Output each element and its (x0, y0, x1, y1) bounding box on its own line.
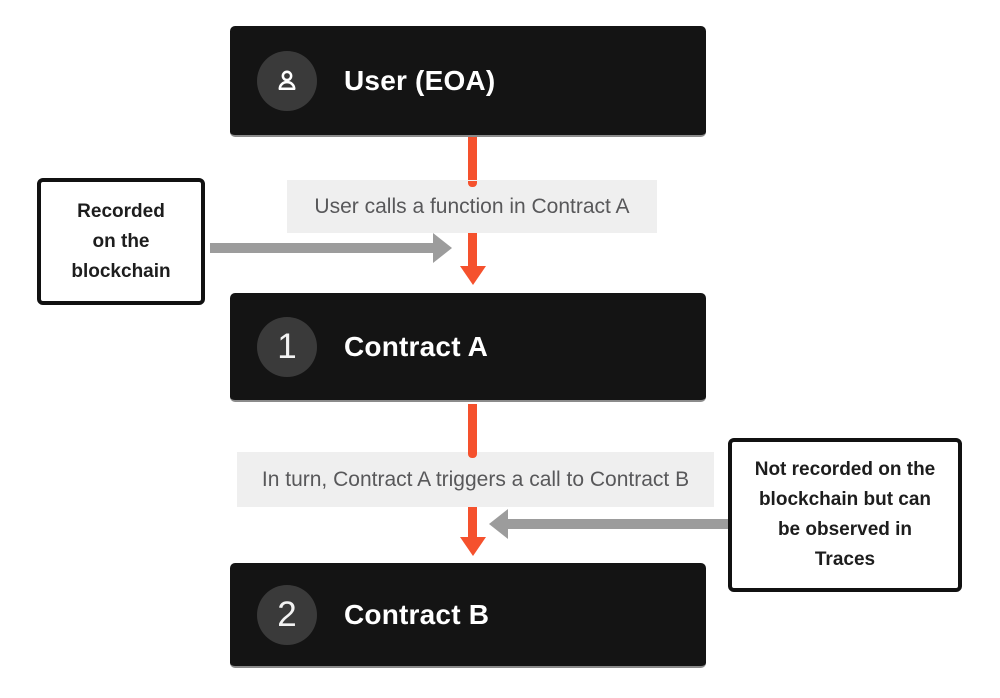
flow-arrow-1-shaft-lower (468, 233, 477, 267)
contract-a-badge-number: 1 (277, 327, 297, 366)
callout-right-line-3: be observed in (777, 519, 913, 540)
flow-arrow-2-shaft (468, 404, 477, 452)
user-avatar (257, 50, 317, 111)
node-contract-a: 1 Contract A (230, 293, 706, 402)
callout-right-line-1: Not recorded on the (754, 459, 936, 480)
flow-step-label-1: User calls a function in Contract A (287, 180, 657, 233)
callout-recorded-on-blockchain: Recorded on the blockchain (37, 178, 205, 305)
callout-left-line-1: Recorded (77, 200, 165, 222)
node-user-eoa: User (EOA) (230, 26, 706, 137)
callout-left-line-2: on the (92, 230, 150, 252)
callout-not-recorded-traces: Not recorded on the blockchain but can b… (728, 438, 962, 592)
flow-arrow-2-head (460, 537, 486, 556)
left-pointer-arrow-head (433, 233, 452, 263)
flow-step-label-2-text: In turn, Contract A triggers a call to C… (261, 467, 690, 491)
callout-left-line-3: blockchain (71, 260, 171, 282)
flow-step-label-2: In turn, Contract A triggers a call to C… (237, 452, 714, 507)
user-icon (278, 70, 296, 90)
right-pointer-arrow-head (489, 509, 508, 539)
node-contract-b: 2 Contract B (230, 563, 706, 668)
right-pointer-arrow-shaft (508, 519, 730, 529)
flow-arrow-1-shaft-nub (468, 181, 477, 187)
contract-b-badge: 2 (257, 584, 317, 645)
flow-arrow-2-shaft-lower (468, 507, 477, 538)
contract-b-badge-number: 2 (277, 595, 297, 634)
flow-arrow-1-head (460, 266, 486, 285)
node-contract-b-title: Contract B (344, 598, 490, 630)
callout-right-line-2: blockchain but can (758, 489, 932, 510)
node-contract-a-title: Contract A (344, 330, 489, 362)
contract-a-badge: 1 (257, 316, 317, 377)
flow-arrow-1-shaft (468, 137, 477, 181)
flow-step-label-1-text: User calls a function in Contract A (314, 194, 630, 218)
callout-right-line-4: Traces (814, 549, 876, 570)
left-pointer-arrow-shaft (210, 243, 434, 253)
flow-arrow-2-shaft-nub (468, 452, 477, 458)
node-user-title: User (EOA) (344, 64, 496, 96)
